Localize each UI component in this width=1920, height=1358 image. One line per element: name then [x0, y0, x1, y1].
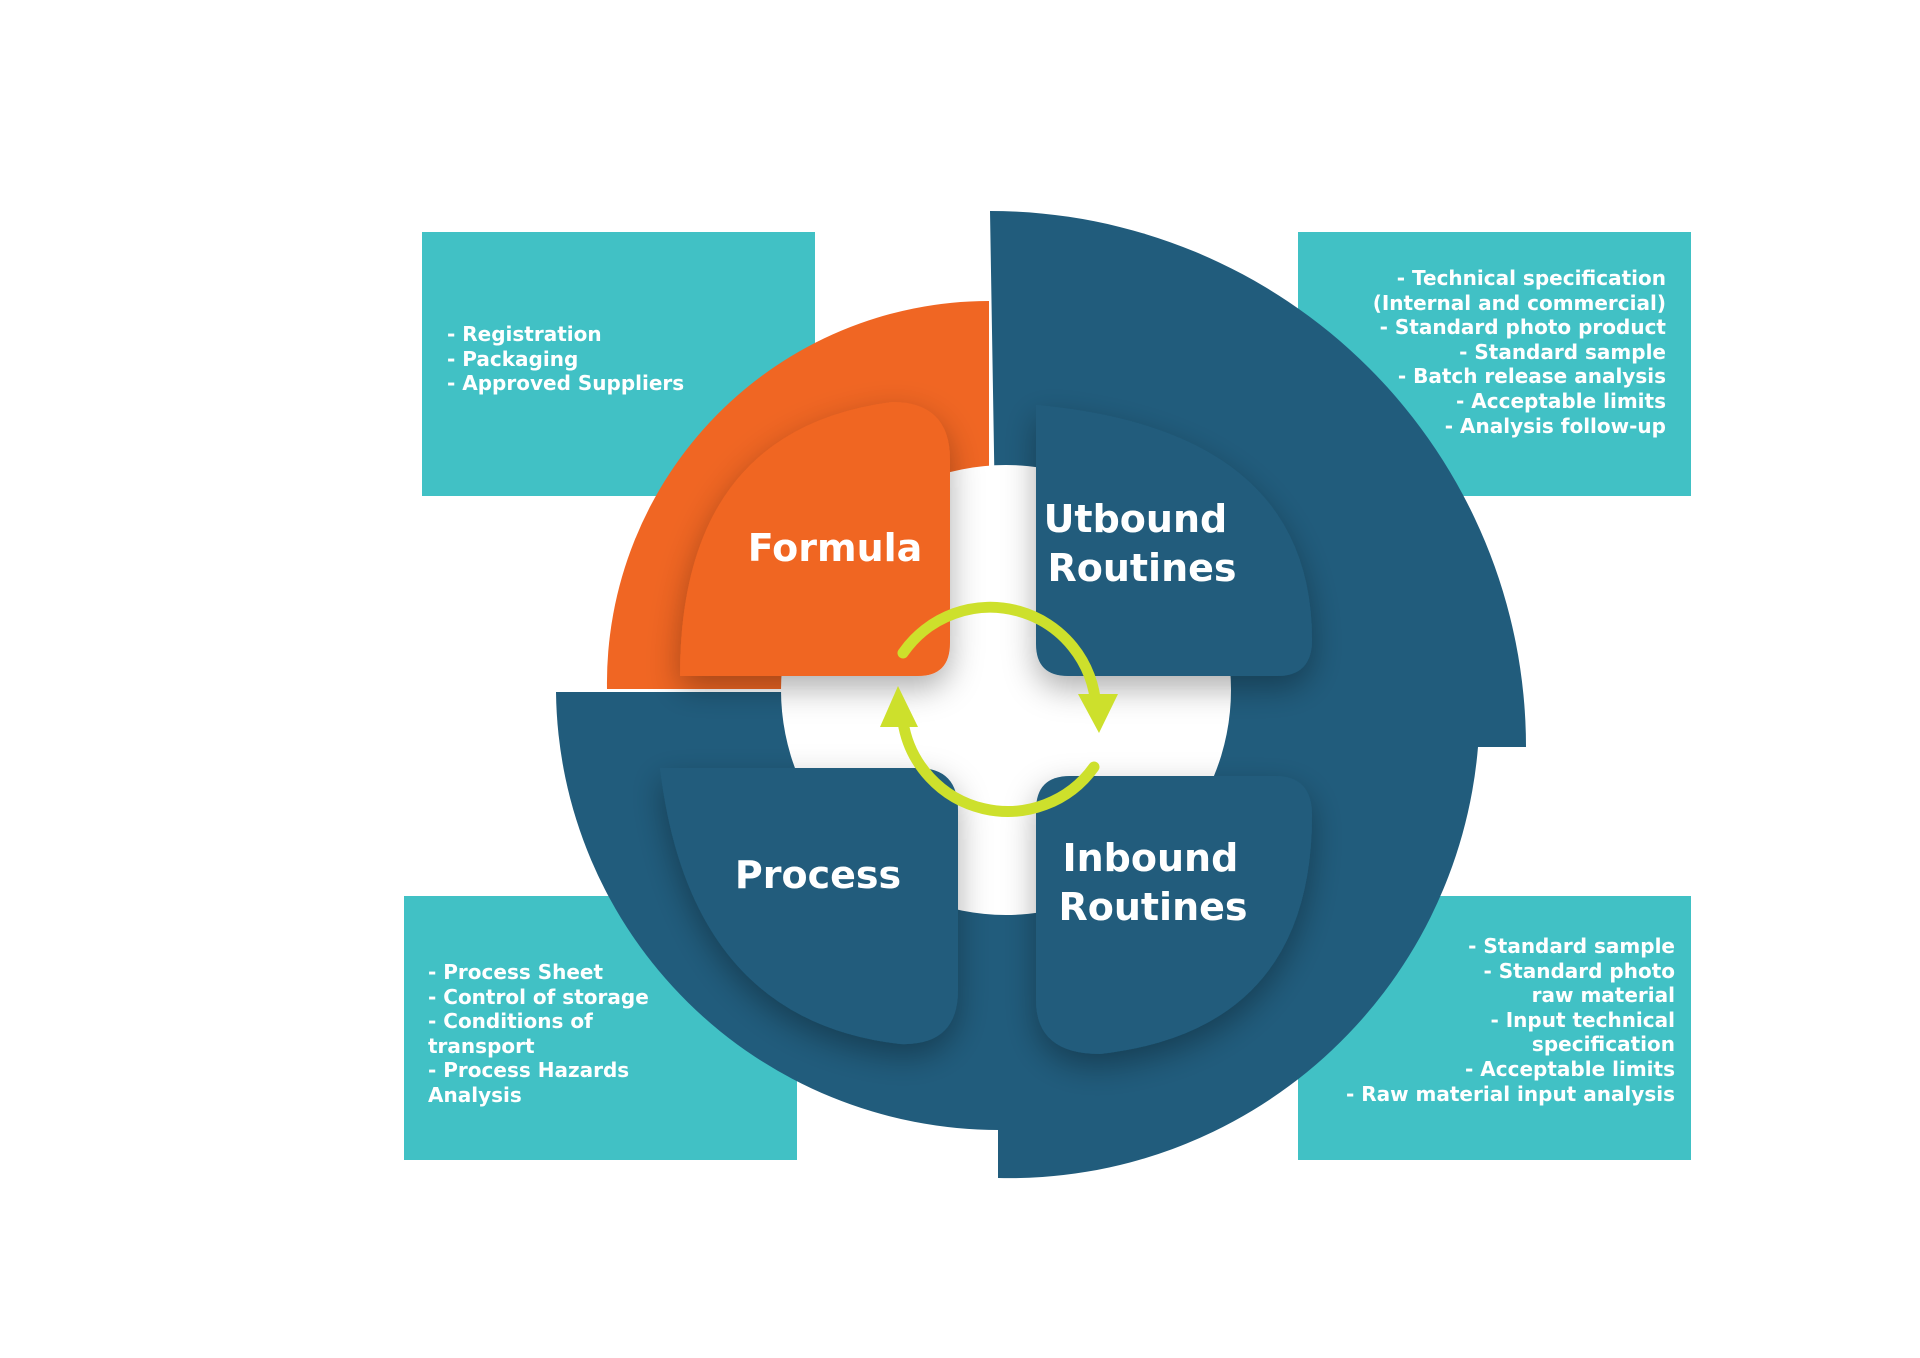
info-box-bottom-left: - Process Sheet - Control of storage - C…: [404, 896, 797, 1160]
outbound-tile: [1036, 405, 1312, 676]
info-box-top-left: - Registration - Packaging - Approved Su…: [422, 232, 815, 496]
circular-arrows-icon: [880, 601, 1118, 817]
list-item: specification: [1531, 1032, 1675, 1057]
list-item: - Analysis follow-up: [1444, 413, 1666, 438]
list-item: - Raw material input analysis: [1345, 1081, 1675, 1106]
list-item: - Standard photo: [1483, 958, 1675, 983]
list-item: (Internal and commercial): [1372, 290, 1666, 315]
info-box-top-right: - Technical specification (Internal and …: [1298, 232, 1691, 496]
list-item: - Technical specification: [1396, 266, 1666, 290]
list-item: - Approved Suppliers: [447, 371, 685, 396]
list-item: Analysis: [428, 1082, 522, 1107]
inbound-label: Inbound Routines: [1058, 836, 1251, 929]
inbound-tile: [1036, 776, 1312, 1054]
formula-label: Formula: [748, 526, 923, 570]
outbound-label: Utbound Routines: [1044, 497, 1241, 590]
list-item: - Input technical: [1490, 1007, 1675, 1032]
list-item: - Acceptable limits: [1456, 388, 1666, 413]
list-item: - Packaging: [447, 346, 579, 371]
process-label: Process: [735, 853, 901, 897]
list-item: - Batch release analysis: [1397, 364, 1666, 389]
list-item: - Registration: [447, 322, 602, 346]
list-item: - Standard photo product: [1379, 315, 1666, 340]
list-item: - Control of storage: [428, 984, 649, 1009]
list-item: - Standard sample: [1459, 339, 1666, 364]
list-item: - Standard sample: [1468, 934, 1675, 958]
formula-tile: [680, 402, 950, 676]
list-item: - Process Hazards: [428, 1058, 630, 1083]
process-tile: [660, 768, 958, 1045]
list-item: - Conditions of: [428, 1009, 593, 1034]
info-box-bottom-right: - Standard sample - Standard photo raw m…: [1298, 896, 1691, 1160]
list-item: raw material: [1531, 983, 1675, 1008]
list-item: - Acceptable limits: [1465, 1056, 1675, 1081]
list-item: transport: [428, 1033, 535, 1058]
list-item: - Process Sheet: [428, 960, 604, 984]
